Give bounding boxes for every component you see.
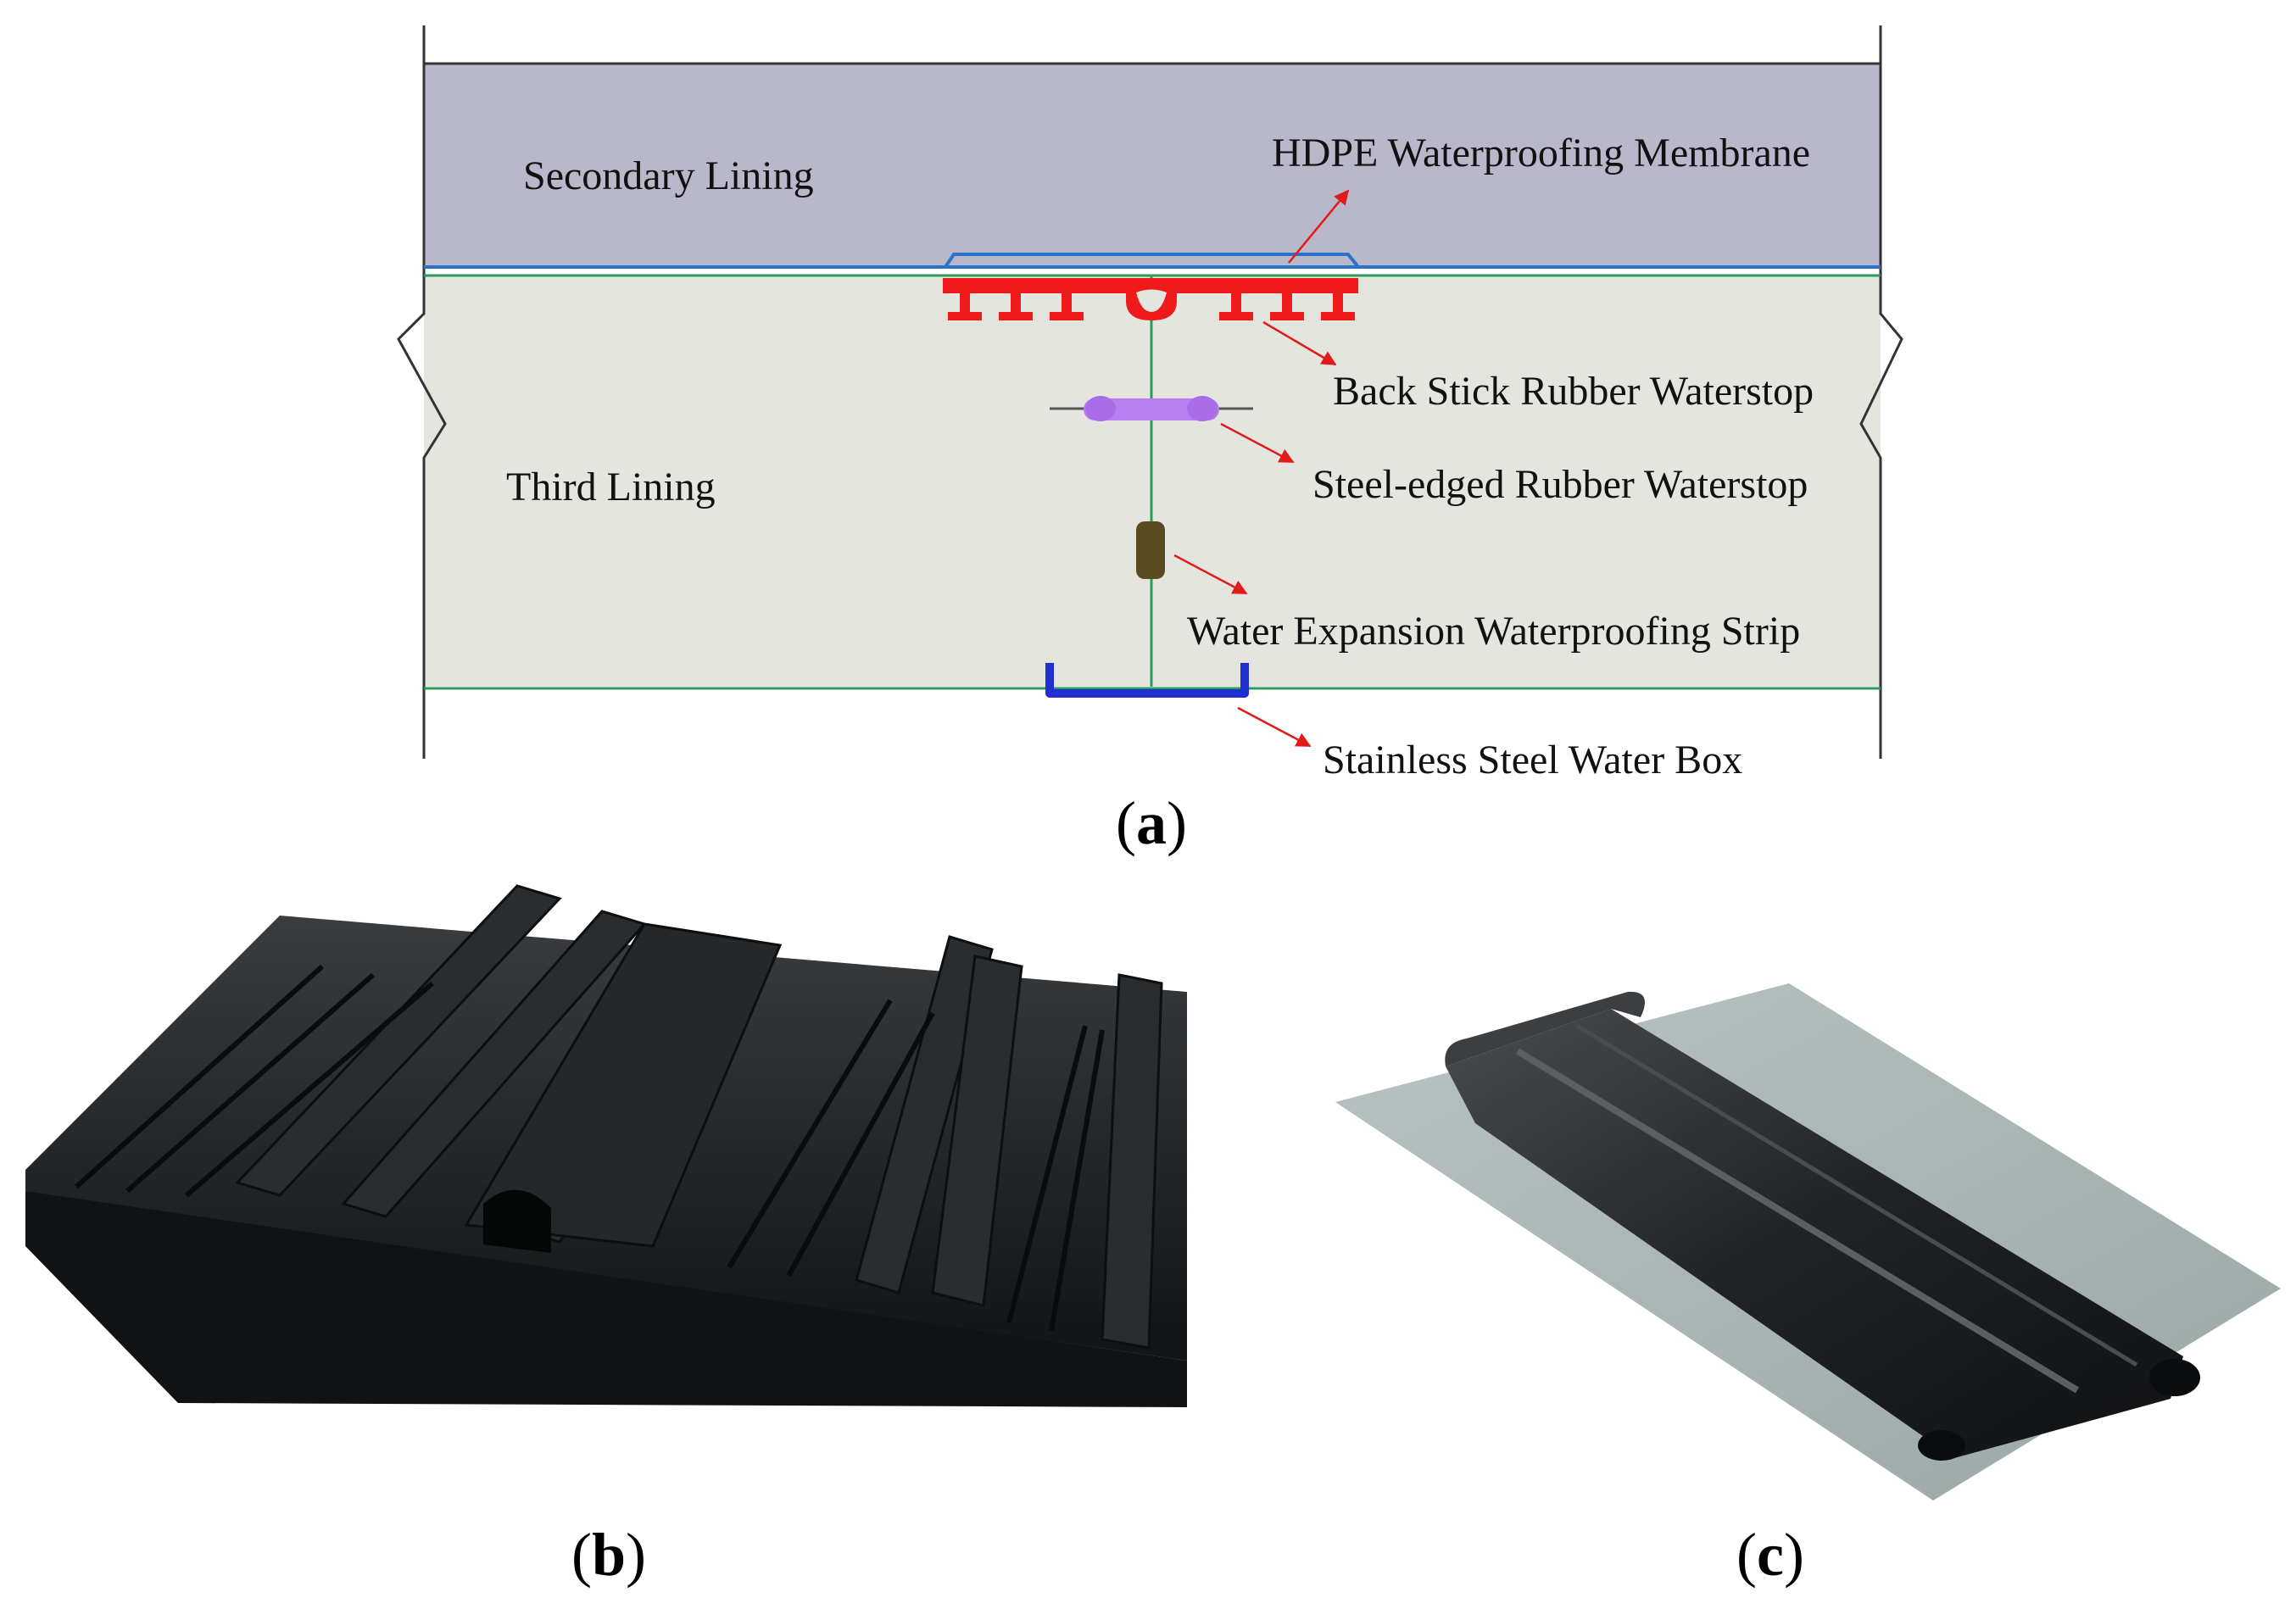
caption-a-letter: a xyxy=(1136,789,1167,857)
label-water-box: Stainless Steel Water Box xyxy=(1323,738,1742,782)
panel-b: (b) xyxy=(25,884,1187,1589)
label-hdpe-membrane: HDPE Waterproofing Membrane xyxy=(1272,131,1810,175)
caption-a: (a) xyxy=(1116,789,1187,857)
waterstop-rib xyxy=(1050,288,1084,320)
waterstop-rib xyxy=(1270,288,1304,320)
arrow-expansion-strip xyxy=(1173,554,1248,595)
arrow-steel-edged-waterstop xyxy=(1220,422,1295,464)
label-back-stick-waterstop: Back Stick Rubber Waterstop xyxy=(1333,369,1814,414)
stainless-steel-water-box xyxy=(1045,663,1249,698)
water-expansion-strip xyxy=(1136,521,1165,579)
caption-c: (c) xyxy=(1736,1521,1804,1589)
waterstop-c-edge-bulb xyxy=(1445,991,1645,1066)
secondary-lining-region xyxy=(424,64,1881,267)
panel-a: Secondary Lining HDPE Waterproofing Memb… xyxy=(397,25,1903,857)
arrow-hdpe-membrane xyxy=(1288,189,1350,264)
arrow-back-stick-waterstop xyxy=(1262,320,1337,366)
waterstop-rib xyxy=(948,288,982,320)
caption-b: (b) xyxy=(571,1521,646,1589)
label-expansion-strip: Water Expansion Waterproofing Strip xyxy=(1187,609,1800,654)
panel-c: (c) xyxy=(1335,983,2281,1589)
arrow-water-box xyxy=(1237,706,1312,748)
caption-b-letter: b xyxy=(592,1521,626,1589)
waterstop-c-end-bulb xyxy=(1918,1430,1965,1461)
caption-c-letter: c xyxy=(1757,1521,1784,1589)
waterstop-rib xyxy=(1219,288,1253,320)
steel-edged-rubber-waterstop xyxy=(1050,396,1253,421)
label-third-lining: Third Lining xyxy=(506,465,716,509)
waterstop-rib xyxy=(1321,288,1355,320)
waterstop-c-ridge xyxy=(1575,1023,2138,1367)
waterstop-c-end-bulb xyxy=(2149,1359,2200,1396)
waterstop-c-ridge xyxy=(1515,1048,2080,1394)
waterstop-b-base xyxy=(25,1191,1187,1407)
hdpe-membrane xyxy=(944,253,1360,269)
back-stick-rubber-waterstop xyxy=(943,278,1358,320)
waterstop-b-grooves xyxy=(74,964,1105,1332)
waterstop-b-bulb xyxy=(464,922,783,1253)
label-secondary-lining: Secondary Lining xyxy=(523,153,814,198)
waterstop-rib xyxy=(999,288,1033,320)
label-steel-edged-waterstop: Steel-edged Rubber Waterstop xyxy=(1312,462,1808,507)
